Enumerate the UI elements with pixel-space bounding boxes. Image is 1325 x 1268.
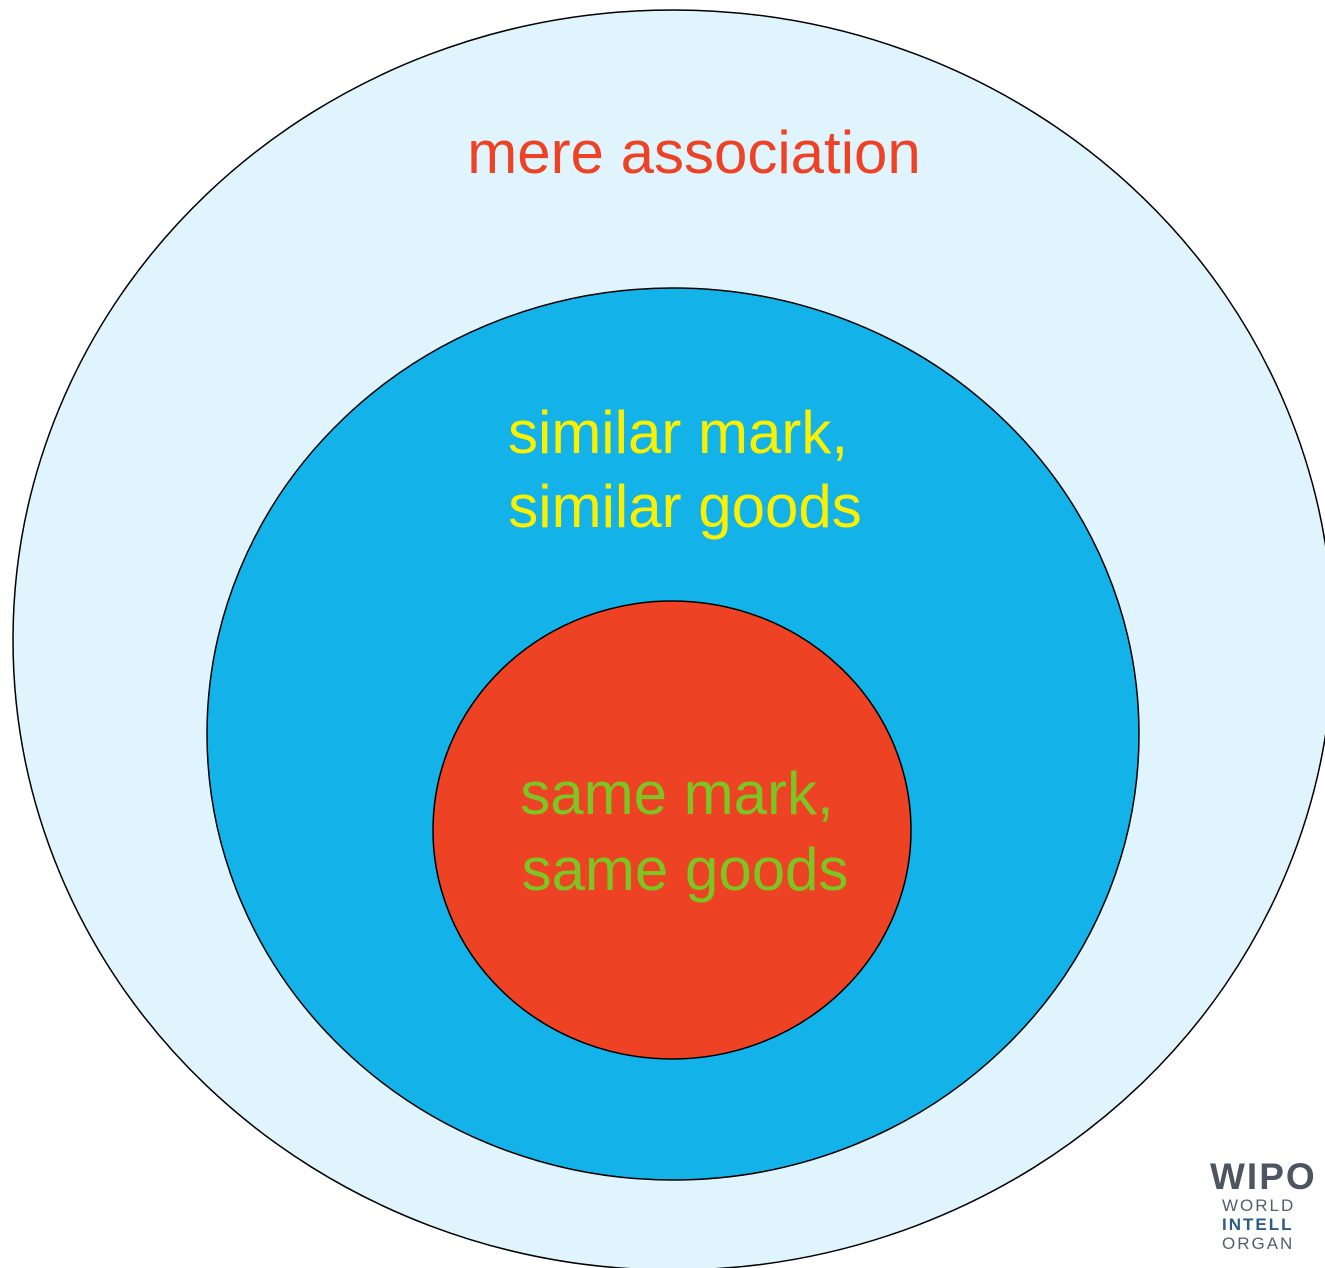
inner-ring-label-line1: same mark, [520,760,833,827]
outer-ring-label: mere association [467,119,921,186]
inner-ring-label-line2: same goods [522,836,849,903]
wipo-logo-mark: WIPO [1210,1156,1317,1197]
wipo-logo-line1: WORLD [1222,1196,1296,1215]
middle-ring-label-line1: similar mark, [508,399,848,466]
inner-circle-same-mark-same-goods [432,600,912,1060]
wipo-logo: WIPO WORLD INTELL ORGAN [1210,1158,1317,1252]
wipo-logo-line2: INTELL [1222,1215,1294,1234]
wipo-logo-line3: ORGAN [1222,1234,1295,1253]
middle-ring-label-line2: similar goods [508,473,861,540]
